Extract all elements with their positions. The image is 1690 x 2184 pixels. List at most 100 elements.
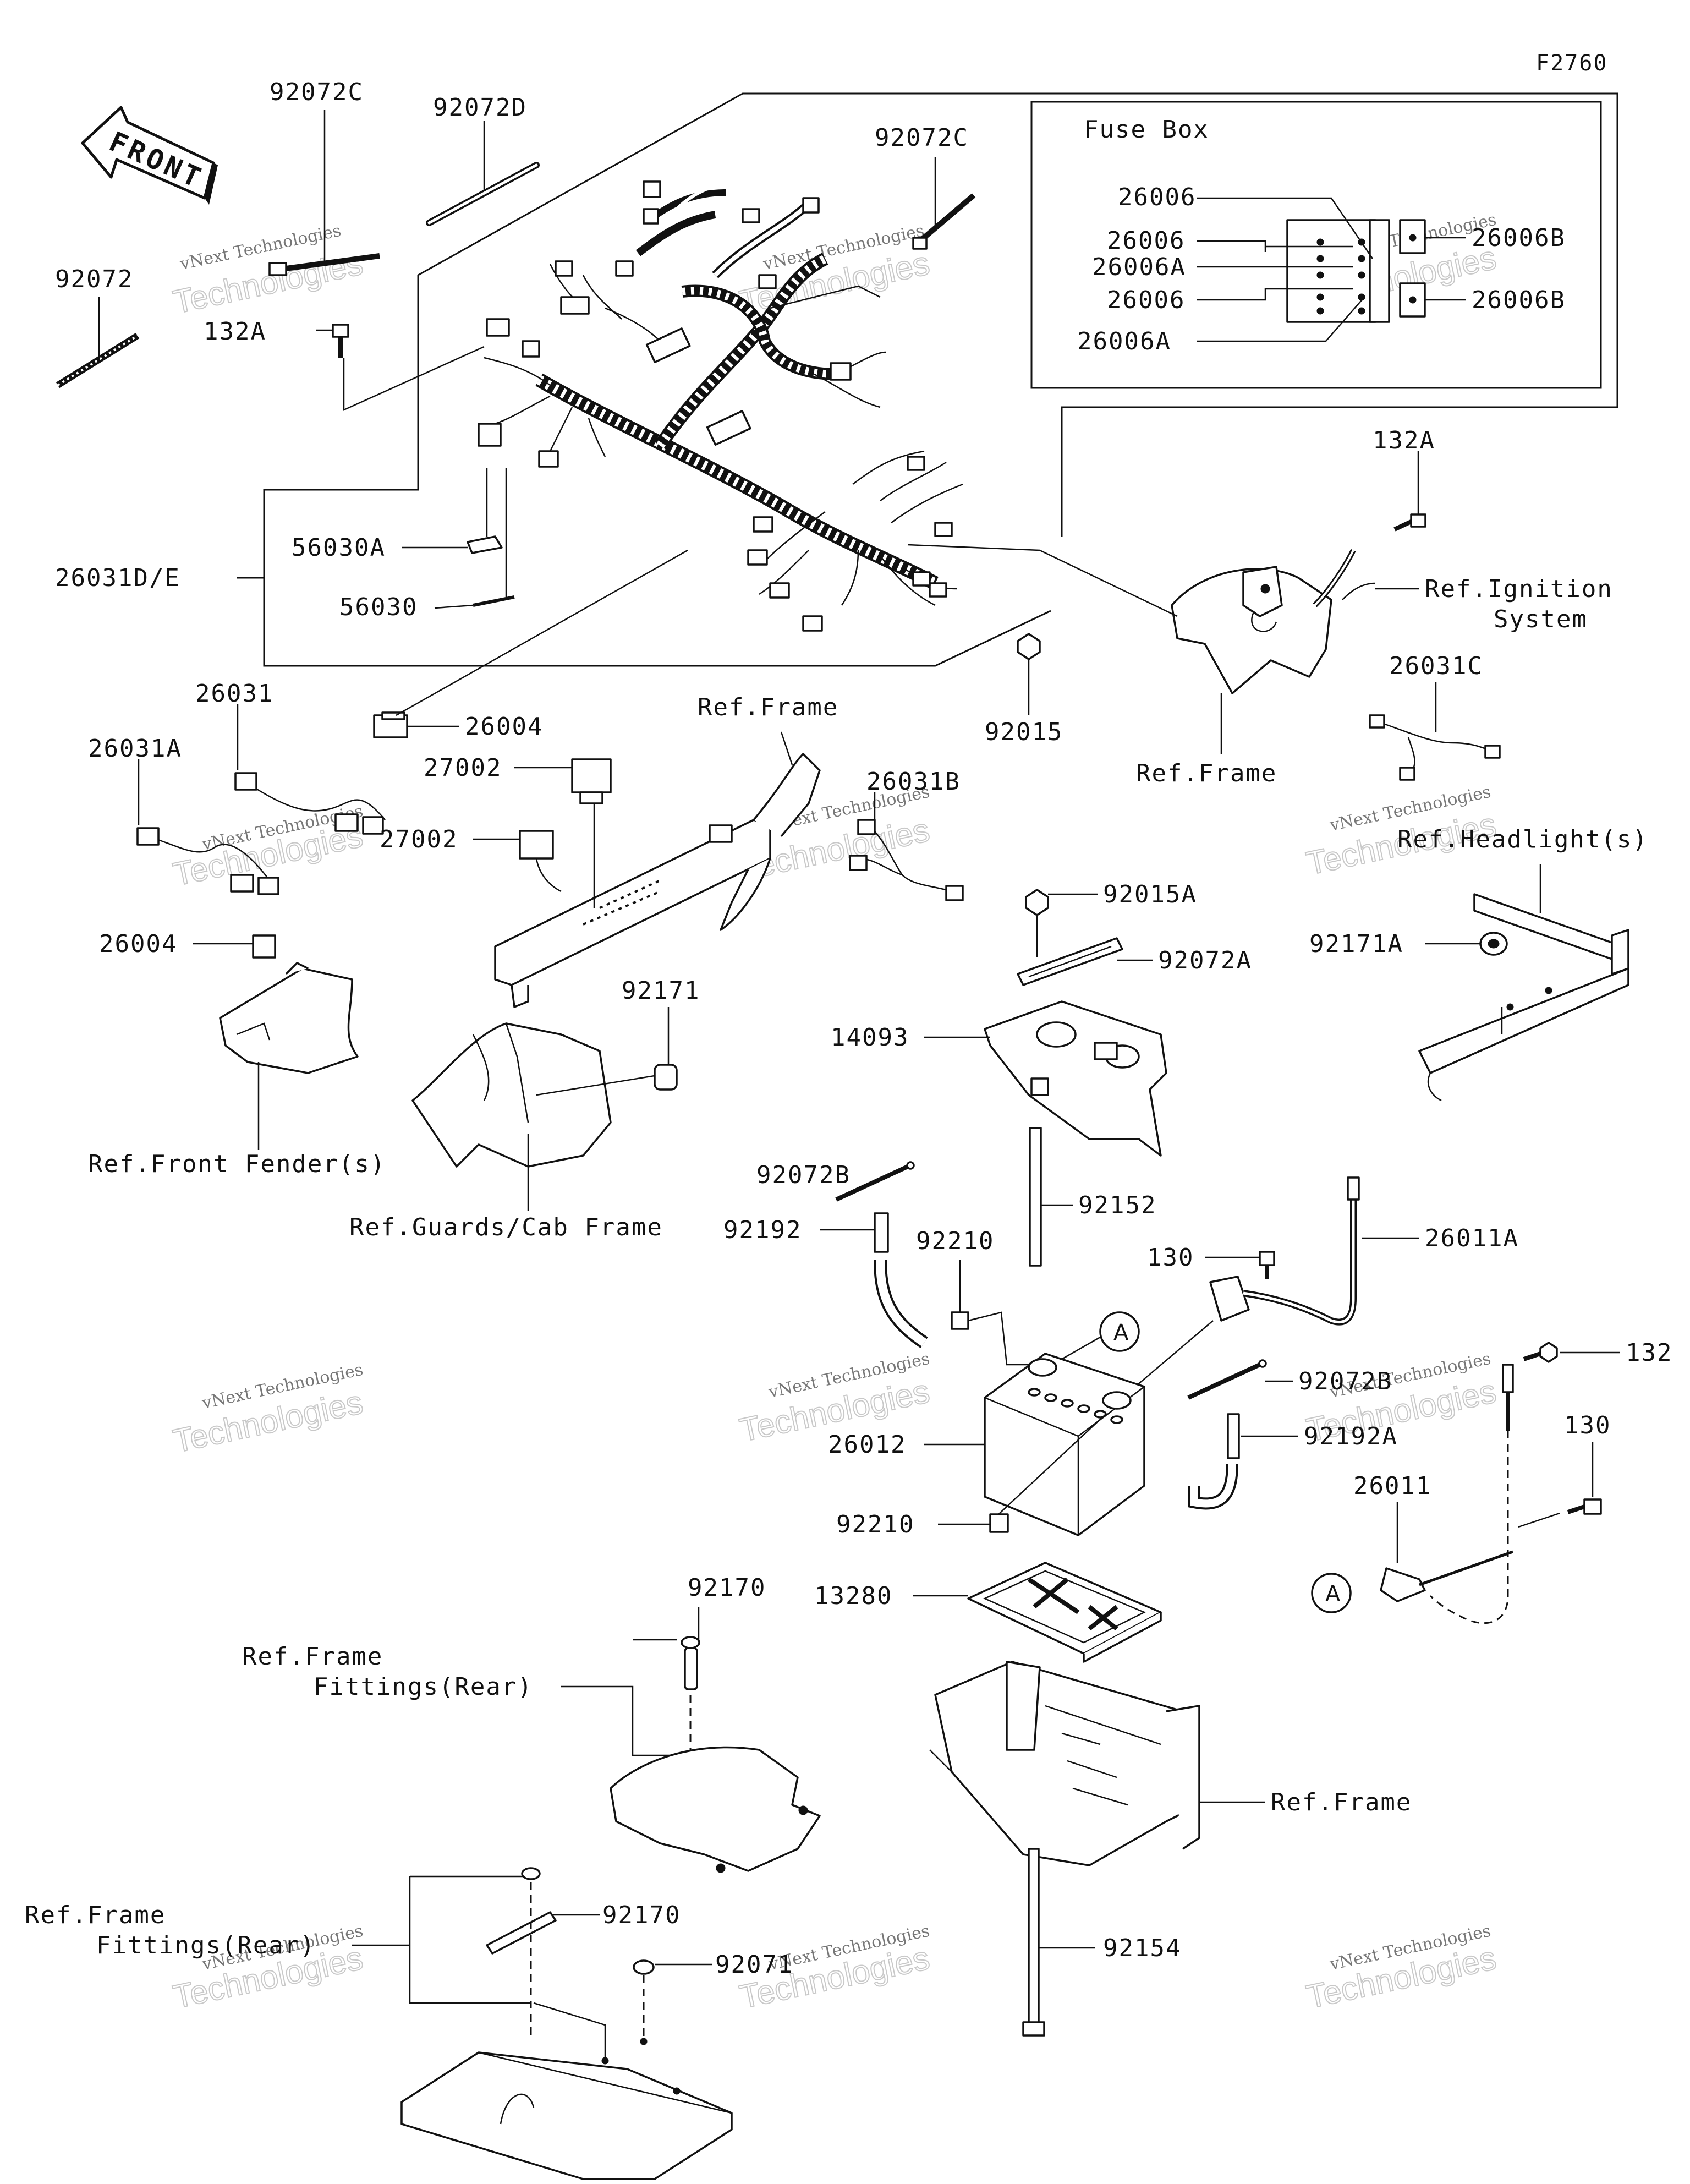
rear-fitting-plate bbox=[610, 1746, 821, 1873]
label-14093: 14093 bbox=[831, 1023, 909, 1052]
rear-skid-plate bbox=[400, 2002, 733, 2180]
tube-92192 bbox=[874, 1212, 928, 1348]
fuse-box-frame bbox=[1030, 101, 1602, 389]
ref-headlights-label: Ref.Headlight(s) bbox=[1397, 825, 1648, 853]
ref-frame-label: Ref.Frame bbox=[1271, 1788, 1412, 1816]
connector-26004 bbox=[373, 711, 408, 738]
bolt-132A-b bbox=[1393, 513, 1426, 532]
center-frame bbox=[494, 753, 821, 1008]
battery-cover-14093 bbox=[984, 1000, 1167, 1157]
front-fender bbox=[219, 962, 359, 1074]
label-92072C: 92072C bbox=[270, 78, 364, 106]
label-56030A: 56030A bbox=[292, 534, 386, 562]
harness-connectors bbox=[478, 180, 953, 632]
front-arrow-icon: FRONT bbox=[81, 106, 218, 205]
label-92170: 92170 bbox=[688, 1574, 766, 1602]
callout-marker-label: A bbox=[1325, 1581, 1341, 1607]
label-92171: 92171 bbox=[622, 977, 700, 1005]
ref-front-fender-label: Ref.Front Fender(s) bbox=[88, 1150, 386, 1178]
bolt-130-b bbox=[1567, 1498, 1602, 1515]
label-26011: 26011 bbox=[1353, 1472, 1431, 1500]
label-26006B: 26006B bbox=[1472, 286, 1566, 314]
label-92015: 92015 bbox=[985, 718, 1063, 746]
label-26006: 26006 bbox=[1118, 183, 1196, 211]
label-92072: 92072 bbox=[55, 265, 133, 293]
ref-guards-label: Ref.Guards/Cab Frame bbox=[349, 1213, 663, 1241]
ref-frame-fittings-line1: Ref.Frame bbox=[25, 1901, 166, 1929]
cable-tie-92072D bbox=[426, 162, 540, 226]
label-26031C: 26031C bbox=[1389, 652, 1483, 680]
ref-ignition-line1: Ref.Ignition bbox=[1425, 575, 1613, 603]
tube-92192A bbox=[1188, 1413, 1240, 1510]
ref-frame-fittings-line1: Ref.Frame bbox=[242, 1643, 383, 1671]
terminal-cover-92210 bbox=[951, 1311, 969, 1330]
label-sticker-56030 bbox=[473, 595, 515, 607]
terminal-cover-92210-b bbox=[989, 1513, 1009, 1533]
bolt-92152 bbox=[1029, 1127, 1042, 1267]
callout-marker-label: A bbox=[1113, 1320, 1129, 1345]
grommet-92171 bbox=[654, 1064, 678, 1091]
cable-tie-92072C bbox=[268, 253, 380, 276]
ref-frame-label: Ref.Frame bbox=[1136, 759, 1277, 787]
nut-92071 bbox=[633, 1959, 655, 1975]
ref-ignition-line2: System bbox=[1494, 605, 1588, 633]
label-92072A: 92072A bbox=[1158, 946, 1252, 975]
label-92210: 92210 bbox=[916, 1227, 994, 1255]
sub-harness-26031B bbox=[849, 819, 964, 901]
hold-down-bar-92072A bbox=[1017, 937, 1123, 986]
callout-marker-A-b: A bbox=[1311, 1573, 1352, 1613]
label-26012: 26012 bbox=[828, 1431, 906, 1459]
label-92192A: 92192A bbox=[1304, 1422, 1398, 1450]
label-92072D: 92072D bbox=[433, 94, 527, 122]
label-92072B: 92072B bbox=[756, 1161, 851, 1189]
label-92154: 92154 bbox=[1103, 1934, 1181, 1962]
bolt-132 bbox=[1523, 1342, 1558, 1363]
battery-frame-bracket bbox=[929, 1661, 1200, 1866]
battery-26012 bbox=[984, 1353, 1145, 1536]
label-92072B: 92072B bbox=[1298, 1367, 1392, 1395]
label-26006: 26006 bbox=[1107, 227, 1185, 255]
label-92071: 92071 bbox=[715, 1951, 793, 1979]
label-26031A: 26031A bbox=[88, 735, 182, 763]
label-92015A: 92015A bbox=[1103, 880, 1197, 908]
label-13280: 13280 bbox=[814, 1582, 892, 1610]
label-56030: 56030 bbox=[339, 593, 418, 621]
watermark-layer: vNext Technologies vNext Technologies vN… bbox=[169, 210, 1500, 2016]
connector-26004-b bbox=[252, 934, 276, 959]
label-26004: 26004 bbox=[465, 713, 543, 741]
main-wire-harness bbox=[484, 180, 963, 606]
battery-cable-26011A bbox=[1209, 1176, 1360, 1326]
nut-92015 bbox=[1017, 633, 1041, 660]
fuse-box-title: Fuse Box bbox=[1084, 116, 1209, 144]
relay-27002 bbox=[571, 758, 612, 804]
battery-tray-13280 bbox=[967, 1562, 1162, 1663]
label-26011A: 26011A bbox=[1425, 1224, 1519, 1252]
callout-marker-A: A bbox=[1099, 1311, 1140, 1352]
fastener-92170-b bbox=[486, 1867, 557, 1955]
label-130: 130 bbox=[1147, 1244, 1194, 1272]
label-26006A: 26006A bbox=[1077, 327, 1171, 355]
frame-bracket-ignition bbox=[1171, 566, 1332, 694]
label-92072C: 92072C bbox=[875, 124, 969, 152]
bolt-132A bbox=[332, 324, 349, 358]
sub-harness-26031A bbox=[136, 827, 279, 895]
cable-tie-92072 bbox=[56, 332, 140, 388]
label-92170: 92170 bbox=[602, 1901, 681, 1929]
ref-frame-fittings-line2: Fittings(Rear) bbox=[314, 1673, 533, 1701]
label-92210: 92210 bbox=[836, 1510, 914, 1539]
label-132: 132 bbox=[1626, 1339, 1672, 1367]
fastener-92170 bbox=[681, 1636, 700, 1690]
bolt-130 bbox=[1259, 1251, 1275, 1279]
grommet-92171A bbox=[1479, 932, 1508, 956]
label-26006A: 26006A bbox=[1092, 253, 1186, 281]
label-92152: 92152 bbox=[1078, 1191, 1156, 1219]
headlight-frame bbox=[1418, 893, 1629, 1102]
harness-frame-outline bbox=[418, 92, 1618, 537]
sub-harness-26031 bbox=[234, 772, 386, 835]
figure-code: F2760 bbox=[1536, 51, 1607, 76]
ref-frame-label: Ref.Frame bbox=[698, 693, 838, 721]
cable-tie-92072B bbox=[835, 1161, 915, 1202]
label-26031B: 26031B bbox=[866, 768, 961, 796]
bolt-92154 bbox=[1022, 1848, 1045, 2037]
